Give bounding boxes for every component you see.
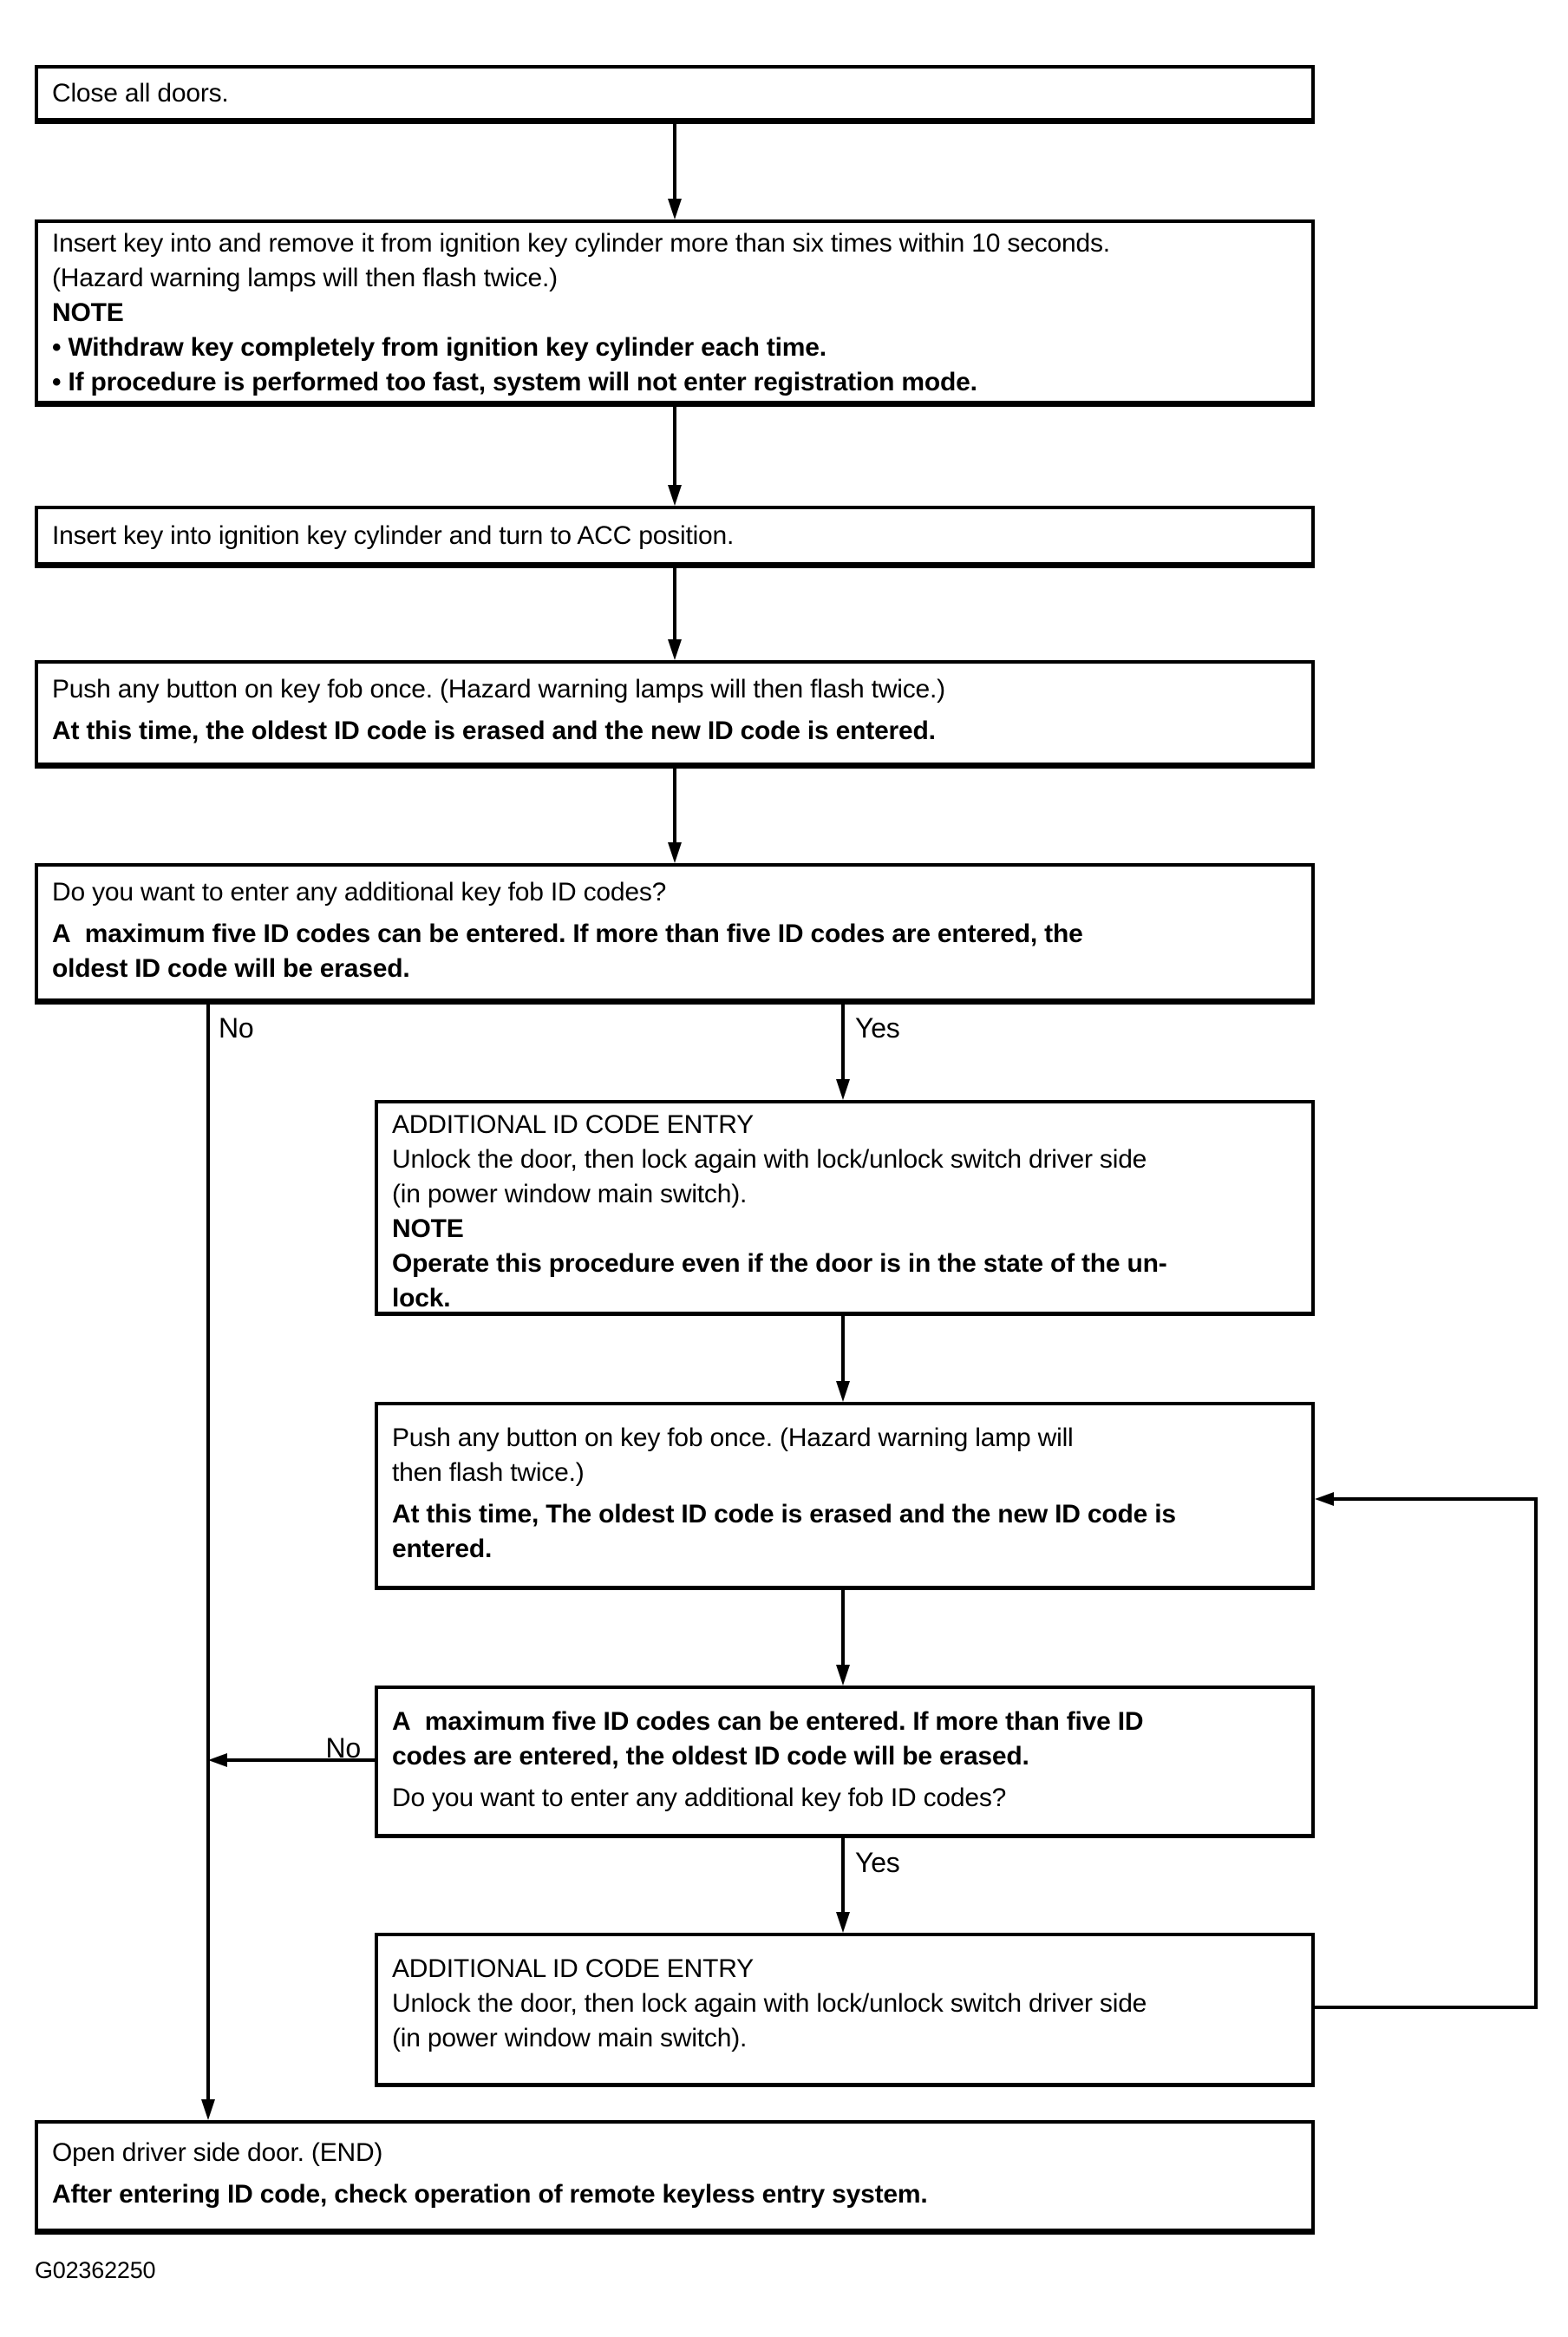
flow-box-push-key-fob-button: Push any button on key fob once. (Hazard… [35, 660, 1315, 769]
arrowhead-down-icon [668, 199, 682, 219]
flow-box-open-door-end: Open driver side door. (END) After enter… [35, 2120, 1315, 2235]
flow-box-additional-id-code-entry-2: ADDITIONAL ID CODE ENTRY Unlock the door… [375, 1933, 1315, 2087]
flow-box-text-line: Do you want to enter any additional key … [52, 878, 667, 907]
arrowhead-down-icon [836, 1381, 850, 1402]
flow-box-text-line: Close all doors. [52, 78, 229, 108]
arrowhead-down-icon [668, 485, 682, 506]
flow-box-turn-to-acc: Insert key into ignition key cylinder an… [35, 506, 1315, 568]
flow-box-text-line: A maximum five ID codes can be entered. … [392, 1707, 1144, 1736]
connector-push-button-to-decision [673, 769, 676, 844]
flow-box-text-line: Unlock the door, then lock again with lo… [392, 1145, 1147, 1174]
connector-no-repeat-branch [224, 1758, 375, 1762]
branch-label-yes: Yes [855, 1012, 900, 1044]
flow-box-text-line: NOTE [52, 298, 124, 327]
flow-box-additional-id-code-entry-1: ADDITIONAL ID CODE ENTRY Unlock the door… [375, 1100, 1315, 1316]
flow-box-text-line: Unlock the door, then lock again with lo… [392, 1989, 1147, 2018]
flow-box-text-line: • If procedure is performed too fast, sy… [52, 368, 977, 396]
flow-box-text-line: entered. [392, 1535, 493, 1563]
flow-box-text-line: Insert key into and remove it from ignit… [52, 229, 1110, 258]
flow-box-text-line: ADDITIONAL ID CODE ENTRY [392, 1954, 754, 1983]
flow-box-text-line: (in power window main switch). [392, 1180, 748, 1208]
connector-loop-bottom [1314, 2006, 1538, 2009]
branch-label-no: No [219, 1012, 254, 1044]
connector-entry1-to-push-repeat [841, 1316, 845, 1383]
arrowhead-down-icon [836, 1079, 850, 1100]
flow-box-text-line: codes are entered, the oldest ID code wi… [392, 1742, 1029, 1771]
connector-loop-right [1534, 1497, 1538, 2009]
flow-box-text-line: Operate this procedure even if the door … [392, 1249, 1167, 1278]
flow-box-additional-codes-question: Do you want to enter any additional key … [35, 863, 1315, 1005]
connector-push-repeat-to-decision-repeat [841, 1590, 845, 1666]
arrowhead-down-icon [836, 1912, 850, 1933]
flow-box-text-line: then flash twice.) [392, 1458, 585, 1487]
flow-box-additional-codes-question-repeat: A maximum five ID codes can be entered. … [375, 1686, 1315, 1838]
flow-box-text-line: Push any button on key fob once. (Hazard… [392, 1424, 1074, 1452]
flow-box-text-line: ADDITIONAL ID CODE ENTRY [392, 1110, 754, 1139]
flow-box-text-line: Push any button on key fob once. (Hazard… [52, 675, 945, 704]
connector-yes-branch-repeat [841, 1838, 845, 1914]
flow-box-text-line: lock. [392, 1284, 451, 1313]
flow-box-text-line: Insert key into ignition key cylinder an… [52, 520, 735, 550]
flow-box-enter-registration-mode: Insert key into and remove it from ignit… [35, 219, 1315, 407]
arrowhead-left-icon [1315, 1492, 1334, 1506]
flow-box-text-line: After entering ID code, check operation … [52, 2180, 928, 2209]
arrowhead-down-icon [668, 639, 682, 660]
flow-box-push-key-fob-button-repeat: Push any button on key fob once. (Hazard… [375, 1402, 1315, 1590]
flow-box-close-all-doors: Close all doors. [35, 65, 1315, 124]
connector-acc-to-push-button [673, 568, 676, 641]
branch-label-yes-repeat: Yes [855, 1847, 900, 1878]
connector-loop-top [1330, 1497, 1536, 1501]
flow-box-text-line: A maximum five ID codes can be entered. … [52, 920, 1083, 948]
arrowhead-down-icon [668, 842, 682, 863]
flow-box-text-line: At this time, the oldest ID code is eras… [52, 717, 936, 745]
arrowhead-down-icon [201, 2099, 215, 2120]
flow-box-text-line: oldest ID code will be erased. [52, 954, 410, 983]
flow-box-text-line: • Withdraw key completely from ignition … [52, 333, 826, 362]
flow-box-text-line: Do you want to enter any additional key … [392, 1784, 1007, 1812]
flow-box-text-line: NOTE [392, 1214, 464, 1243]
connector-no-branch-to-end [206, 1005, 210, 2101]
arrowhead-down-icon [836, 1665, 850, 1686]
flow-box-text-line: At this time, The oldest ID code is eras… [392, 1500, 1176, 1529]
arrowhead-left-icon [208, 1753, 227, 1767]
flow-box-text-line: (in power window main switch). [392, 2024, 748, 2052]
flow-box-text-line: Open driver side door. (END) [52, 2138, 383, 2167]
connector-close-to-register [673, 124, 676, 200]
connector-yes-branch-first [841, 1005, 845, 1081]
branch-label-no-repeat: No [325, 1732, 361, 1764]
flow-box-text-line: (Hazard warning lamps will then flash tw… [52, 264, 558, 292]
figure-caption: G02362250 [35, 2257, 156, 2283]
connector-register-to-acc [673, 407, 676, 487]
